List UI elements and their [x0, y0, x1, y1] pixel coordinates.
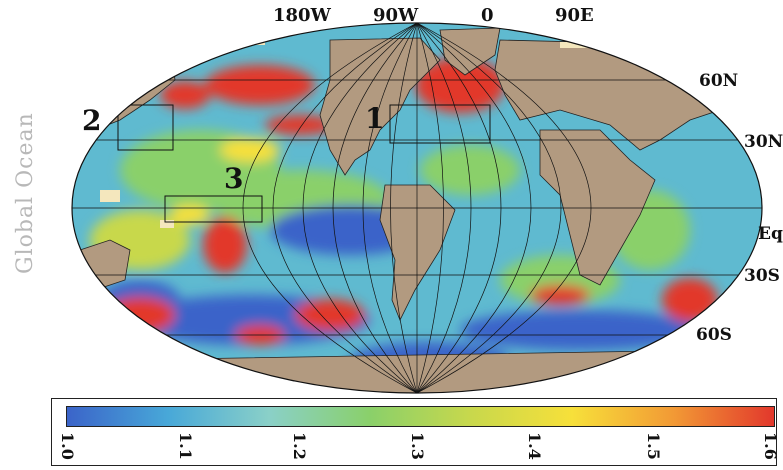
lon-label-180w: 180W	[273, 5, 331, 26]
lon-label-90w: 90W	[373, 5, 419, 26]
lat-label-30n: 30N	[744, 132, 783, 152]
region-box-1	[389, 104, 491, 144]
region-box-3	[164, 195, 263, 223]
region-label-3: 3	[224, 162, 244, 195]
africa	[539, 129, 656, 286]
region-box-2	[117, 104, 174, 151]
region-label-2: 2	[82, 104, 102, 137]
lat-label-eq: Eq	[758, 224, 783, 244]
colorbar-tick-1-5: 1.5	[644, 432, 663, 460]
colorbar-tick-1-4: 1.4	[525, 432, 544, 460]
colorbar-tick-1-2: 1.2	[290, 432, 309, 460]
colorbar	[66, 406, 775, 427]
lat-label-30s: 30S	[744, 266, 780, 286]
south-america	[379, 184, 456, 321]
graticule	[72, 23, 762, 393]
colorbar-tick-1-3: 1.3	[408, 432, 427, 460]
region-label-1: 1	[365, 102, 385, 135]
lon-label-90e: 90E	[555, 5, 594, 26]
lat-label-60s: 60S	[696, 325, 732, 345]
greenland	[439, 27, 501, 76]
north-america	[319, 37, 441, 176]
lat-label-60n: 60N	[699, 71, 739, 91]
globe-outline	[71, 22, 763, 394]
world-map	[71, 22, 763, 394]
lon-label-0: 0	[481, 5, 494, 26]
colorbar-tick-1-6: 1.6	[761, 432, 780, 460]
side-title: Global Ocean	[13, 112, 38, 274]
colorbar-tick-1-1: 1.1	[176, 432, 195, 460]
region-boxes	[117, 104, 491, 223]
colorbar-tick-1-0: 1.0	[58, 432, 77, 460]
